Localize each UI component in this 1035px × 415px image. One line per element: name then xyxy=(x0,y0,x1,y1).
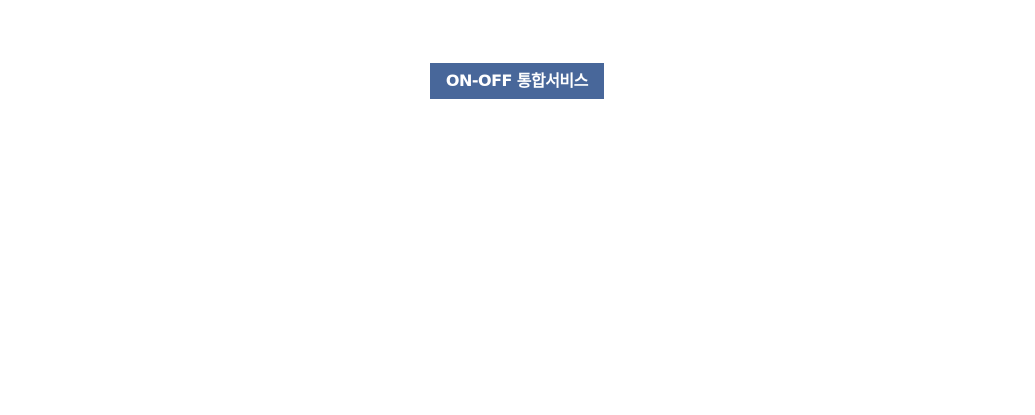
service-title-label: ON-OFF 통합서비스 xyxy=(445,71,589,90)
service-title-badge: ON-OFF 통합서비스 xyxy=(430,63,604,99)
